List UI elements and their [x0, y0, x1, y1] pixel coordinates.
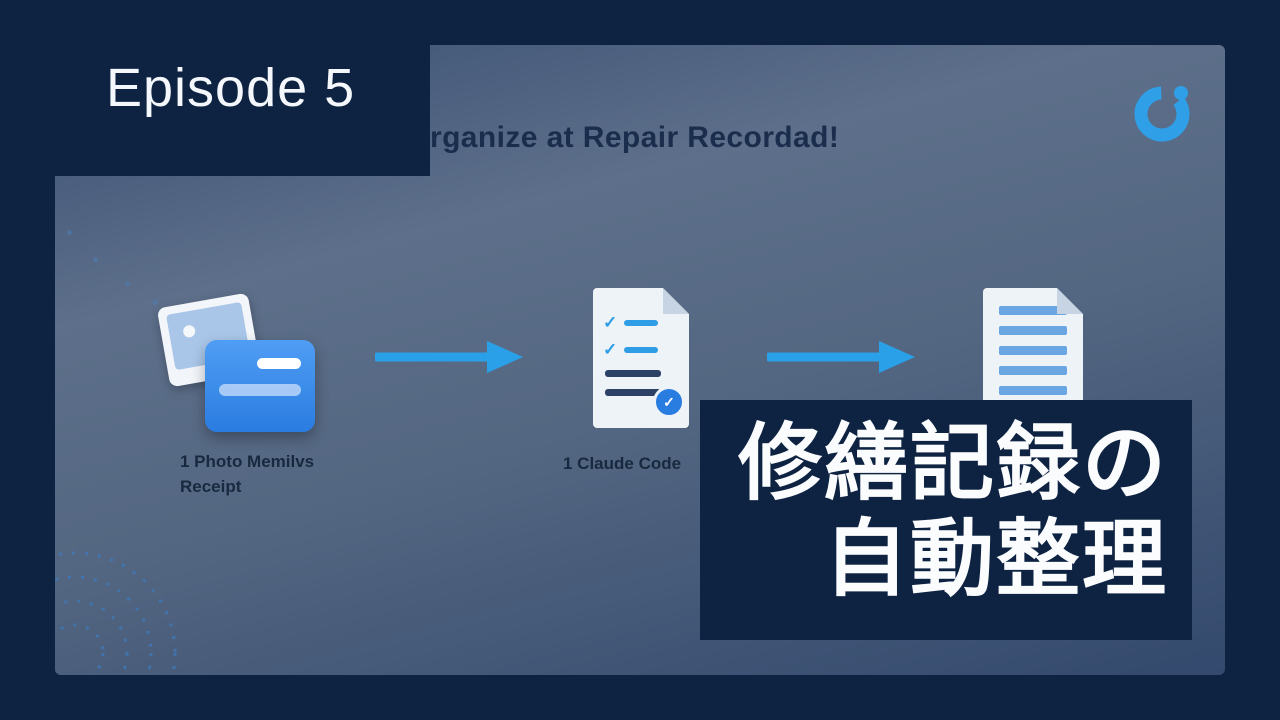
check-icon: ✓: [663, 393, 675, 410]
dot-decoration: [153, 300, 158, 305]
text-line: [605, 389, 661, 396]
japanese-title-overlay: 修繕記録の 自動整理: [700, 400, 1192, 640]
dotted-arcs-decoration: [55, 551, 177, 675]
receipt-icon: [205, 340, 315, 432]
document-fold: [1057, 288, 1083, 314]
checklist-document-icon: ✓ ✓ ✓: [593, 288, 689, 428]
checklist-line: [624, 320, 658, 326]
text-line: [605, 370, 661, 377]
text-line: [999, 386, 1067, 395]
japanese-title-line2: 自動整理: [823, 509, 1168, 608]
dot-decoration: [93, 257, 98, 262]
step2-label: 1 Claude Code: [563, 454, 682, 473]
arrow-right-icon: [375, 341, 523, 373]
orbit-logo-icon: [1134, 86, 1190, 142]
text-line: [999, 306, 1067, 315]
step1-label-line1: 1 Photo Memilvs: [180, 452, 315, 471]
photo-sun-shape: [182, 324, 197, 339]
arrow-right-icon: [767, 341, 915, 373]
text-line: [999, 326, 1067, 335]
slide-title: rganize at Repair Recordad!: [430, 121, 840, 154]
japanese-title-line1: 修繕記録の: [737, 414, 1168, 512]
receipt-line: [219, 384, 301, 396]
episode-banner: Episode 5: [0, 0, 430, 176]
checklist-row: ✓: [603, 341, 689, 358]
document-fold: [663, 288, 689, 314]
dot-decoration: [125, 281, 130, 286]
check-icon: ✓: [603, 313, 618, 332]
receipt-line: [257, 358, 301, 369]
episode-label: Episode 5: [106, 58, 356, 118]
checklist-row: ✓: [603, 314, 689, 331]
text-line: [999, 366, 1067, 375]
step1-label-line2: Receipt: [180, 476, 242, 496]
text-line: [999, 346, 1067, 355]
checklist-line: [624, 347, 658, 353]
flow-step-photo-receipt: [155, 292, 365, 445]
step1-label: 1 Photo Memilvs Receipt: [180, 450, 314, 499]
check-badge-icon: ✓: [653, 386, 685, 418]
check-icon: ✓: [603, 340, 618, 359]
slide-panel: rganize at Repair Recordad!: [55, 45, 1225, 675]
dot-decoration: [67, 230, 72, 235]
